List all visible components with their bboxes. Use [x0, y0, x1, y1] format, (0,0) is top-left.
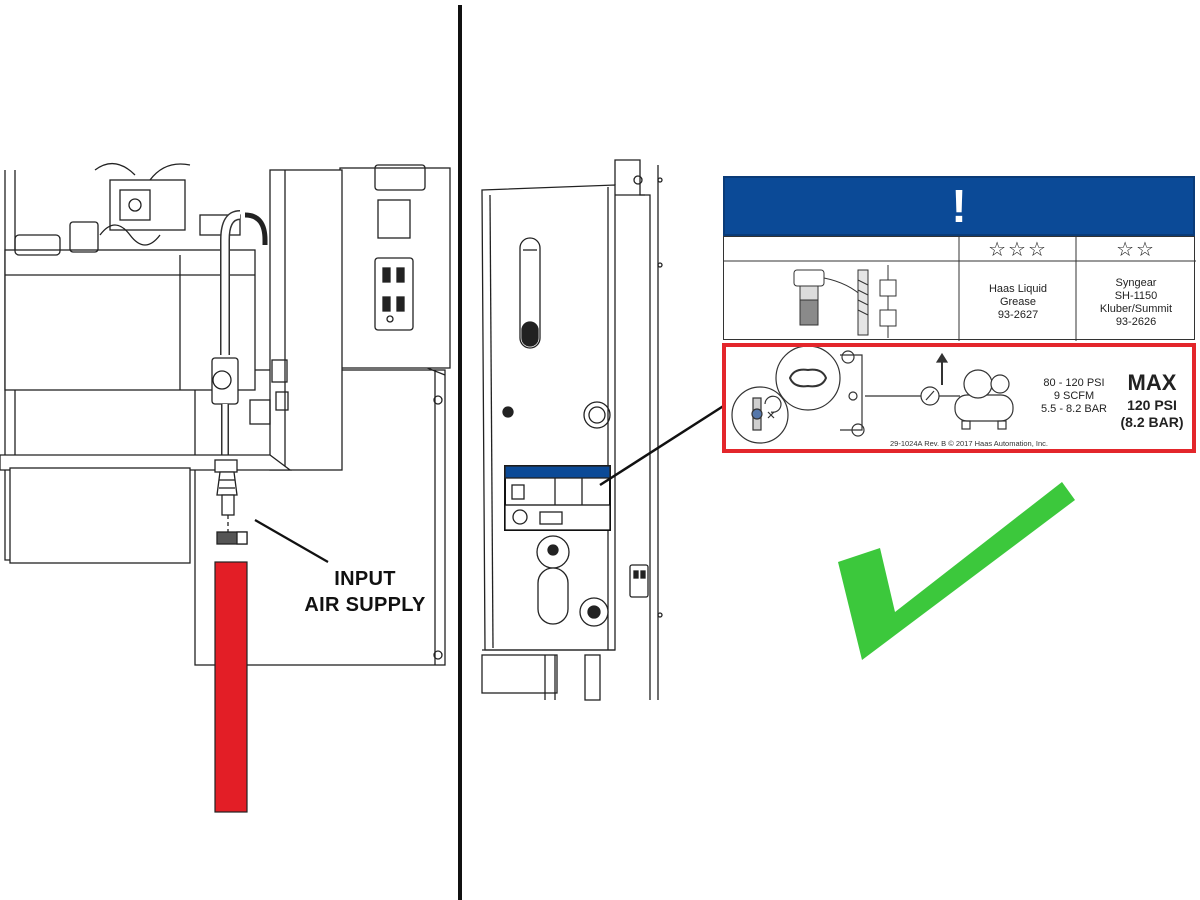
machine-side-drawing: [481, 159, 663, 701]
valve-knob-icon: [731, 386, 789, 444]
callout-line-1: INPUT: [334, 568, 396, 590]
checkmark-icon: [838, 482, 1075, 660]
callout-line-2: AIR SUPPLY: [304, 594, 426, 616]
label-header-bar: !: [723, 176, 1195, 236]
syngear-star-rating: ☆☆: [1116, 239, 1156, 261]
grease-cell: Haas Liquid Grease 93-2627: [988, 283, 1048, 321]
filter-bowl-icon: [793, 269, 865, 326]
lubricant-table: ☆☆☆ ☆☆ Haas Liquid Grease 93-2627 Syngea…: [723, 236, 1196, 341]
grease-star-rating: ☆☆☆: [988, 239, 1048, 261]
max-psi: 120 PSI: [1127, 397, 1177, 413]
table-grid: [724, 237, 1196, 341]
air-requirement-highlight: 80 - 120 PSI 9 SCFM 5.5 - 8.2 BAR MAX 12…: [722, 343, 1196, 453]
air-supply-hose: [214, 561, 248, 813]
input-air-supply-callout: INPUT AIR SUPPLY: [280, 566, 450, 618]
air-spec-text: 80 - 120 PSI 9 SCFM 5.5 - 8.2 BAR: [1040, 377, 1108, 415]
left-cabinet-drawing: [0, 163, 451, 666]
zoom-leader: [599, 403, 726, 487]
callout-leader: [254, 519, 329, 563]
regulator-icon: [775, 345, 922, 437]
syngear-cell: Syngear SH-1150 Kluber/Summit 93-2626: [1099, 277, 1173, 328]
lube-pump-icon: [857, 265, 897, 338]
max-bar: (8.2 BAR): [1120, 414, 1184, 430]
compressor-icon: [954, 369, 1014, 430]
pressure-gauge-icon: [920, 352, 960, 406]
warning-exclamation-icon: !: [951, 180, 967, 232]
max-title: MAX: [1127, 370, 1177, 395]
part-number: 29-1024A Rev. B © 2017 Haas Automation, …: [890, 439, 1048, 448]
